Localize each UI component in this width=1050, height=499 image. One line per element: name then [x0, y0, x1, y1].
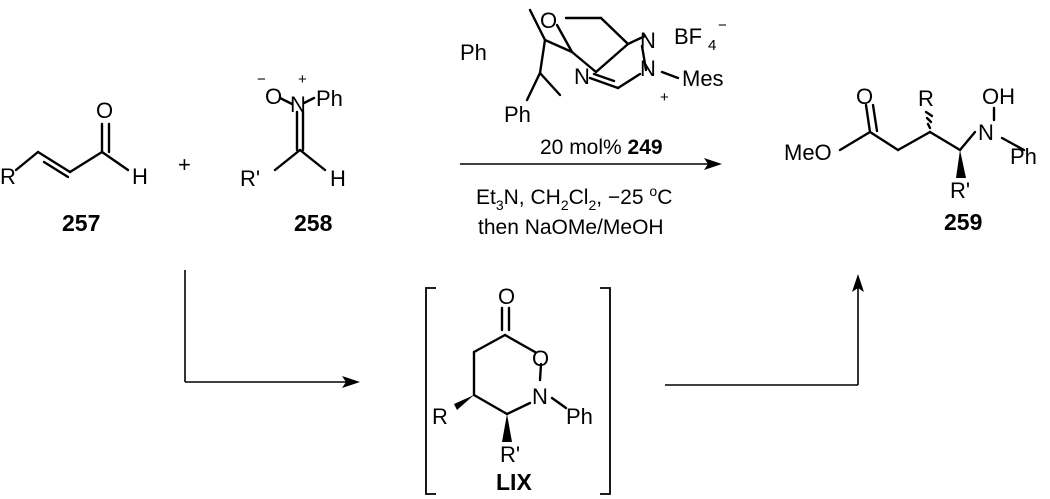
pathway-arrow-to-product: [665, 274, 864, 386]
reaction-conditions-line1: Et3N, CH2Cl2, −25 oC: [476, 183, 672, 213]
intermediate-left-bracket: [425, 287, 436, 495]
intermediate-lix-label: LIX: [496, 469, 532, 495]
product-r-prime-label: R': [950, 178, 970, 203]
reaction-conditions-line2: then NaOMe/MeOH: [478, 216, 664, 239]
catalyst-n1-label: N: [640, 28, 656, 53]
nitrone-nitrogen-label: N: [290, 92, 306, 117]
compound-257-label: 257: [62, 210, 100, 236]
counterion-bf4-charge: −: [718, 17, 727, 34]
counterion-bf4-label: BF: [674, 24, 702, 49]
nitrone-oxygen-label: O: [265, 84, 282, 109]
compound-259-label: 259: [944, 209, 982, 235]
plus-sign: +: [178, 152, 191, 177]
compound-258-label: 258: [294, 210, 333, 236]
reactant-257-structure: R O H: [0, 98, 148, 189]
pathway-arrow-to-intermediate: [184, 270, 360, 388]
nitrone-nitrogen-charge: +: [298, 71, 307, 88]
intermediate-lix-structure: O O N Ph R R': [432, 284, 593, 467]
product-r-group-label: R: [918, 86, 934, 111]
nitrone-hydrogen-label: H: [330, 166, 346, 191]
ester-carbonyl-oxygen-label: O: [856, 84, 873, 109]
catalyst-positive-charge: +: [660, 89, 669, 106]
catalyst-phenyl-1-label: Ph: [460, 40, 487, 65]
catalyst-loading-text: 20 mol% 249: [540, 136, 663, 159]
aldehyde-hydrogen-label: H: [132, 164, 148, 189]
r-group-label: R: [0, 164, 16, 189]
reactant-258-structure: − O + N Ph R' H: [240, 71, 346, 191]
hydroxyl-label: OH: [982, 84, 1015, 109]
nitrone-oxygen-charge: −: [257, 71, 266, 88]
catalyst-phenyl-2-label: Ph: [504, 102, 531, 127]
catalyst-ring-oxygen-label: O: [540, 8, 557, 33]
lactone-carbonyl-oxygen-label: O: [498, 284, 515, 309]
catalyst-n2-label: N: [640, 56, 656, 81]
main-reaction-arrow: [460, 158, 722, 170]
methoxy-label: MeO: [784, 140, 832, 165]
catalyst-n4-label: N: [574, 64, 590, 89]
catalyst-mes-label: Mes: [682, 66, 724, 91]
intermediate-phenyl-label: Ph: [566, 404, 593, 429]
ring-nitrogen-label: N: [532, 384, 548, 409]
intermediate-right-bracket: [600, 287, 611, 495]
product-nitrogen-label: N: [978, 120, 994, 145]
catalyst-249-structure: O Ph Ph N N N + Mes BF 4 −: [460, 8, 727, 127]
intermediate-r-prime-label: R': [500, 442, 520, 467]
ring-oxygen-label: O: [532, 346, 549, 371]
nitrone-r-prime-label: R': [240, 166, 260, 191]
counterion-bf4-subscript: 4: [708, 37, 716, 54]
nitrone-phenyl-label: Ph: [316, 86, 343, 111]
product-phenyl-label: Ph: [1010, 144, 1037, 169]
aldehyde-oxygen-label: O: [96, 98, 113, 123]
intermediate-r-group-label: R: [432, 404, 448, 429]
product-259-structure: O MeO R N OH Ph R': [784, 84, 1037, 203]
